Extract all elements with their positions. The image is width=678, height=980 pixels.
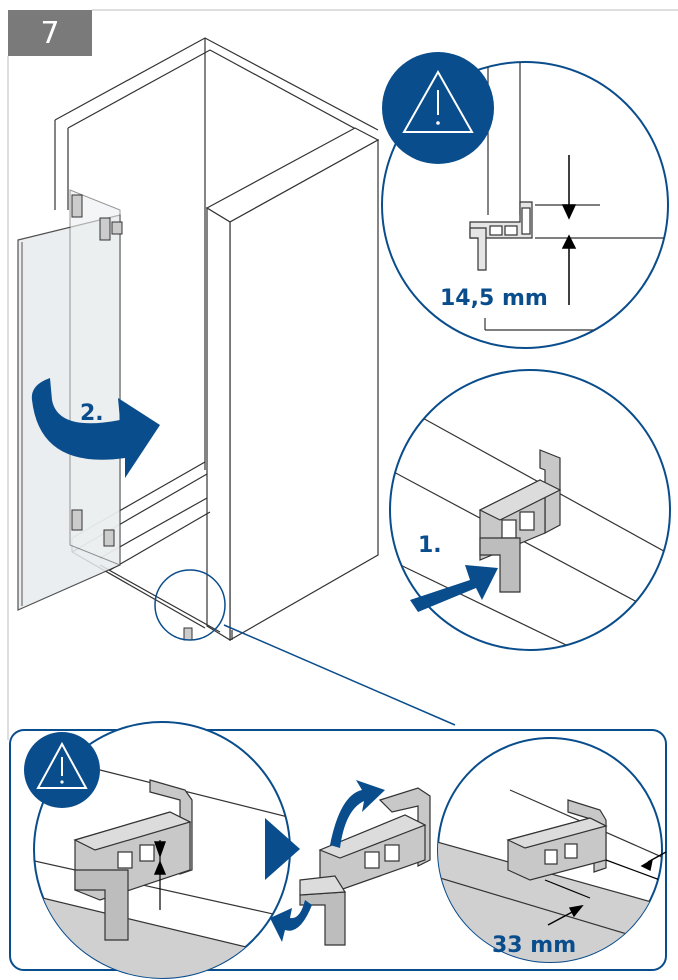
swing-step-label: 2. [80, 401, 104, 426]
push-step-label: 1. [418, 533, 442, 558]
depth-dimension-label: 33 mm [492, 933, 576, 958]
detail-circle-middle: 1. [389, 369, 671, 651]
curved-arrow-icon [31, 378, 160, 478]
straight-arrow-icon [410, 565, 498, 612]
page-border [7, 9, 678, 740]
warning-triangle-icon [382, 52, 494, 164]
shower-enclosure [54, 37, 380, 642]
height-dimension-label: 14,5 mm [440, 286, 548, 311]
warning-triangle-icon [24, 732, 100, 808]
magnifier-callout [154, 569, 456, 726]
glass-door [17, 189, 193, 641]
exploded-clip [270, 780, 431, 946]
play-arrow-icon [265, 818, 300, 880]
step-number-badge: 7 [8, 10, 92, 56]
